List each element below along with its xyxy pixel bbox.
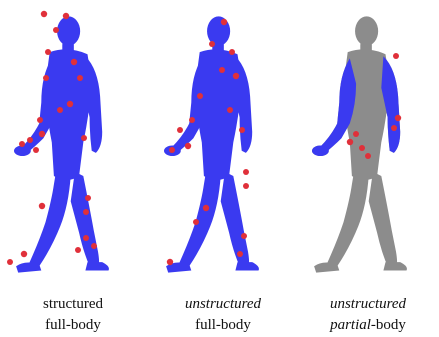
caption-line-1: unstructured bbox=[153, 294, 293, 315]
caption-line-2: full-body bbox=[3, 315, 143, 336]
caption-body-suffix: -body bbox=[371, 317, 406, 333]
caption-unstructured-full-body: unstructured full-body bbox=[153, 294, 293, 336]
caption-structured-full-body: structured full-body bbox=[3, 294, 143, 336]
caption-unstructured-partial-body: unstructured partial-body bbox=[298, 294, 438, 336]
panel-structured-full-body: structured full-body bbox=[0, 0, 146, 337]
human-body-figure-unstructured bbox=[150, 0, 296, 280]
panel-unstructured-partial-body: unstructured partial-body bbox=[298, 0, 439, 337]
panel-unstructured-full-body: unstructured full-body bbox=[150, 0, 296, 337]
caption-line-1: unstructured bbox=[298, 294, 438, 315]
caption-line-1: structured bbox=[3, 294, 143, 315]
caption-line-2: partial-body bbox=[298, 315, 438, 336]
caption-line-2: full-body bbox=[153, 315, 293, 336]
human-body-figure-partial bbox=[298, 0, 439, 280]
human-body-figure-structured bbox=[0, 0, 146, 280]
caption-partial-word: partial bbox=[330, 317, 371, 333]
